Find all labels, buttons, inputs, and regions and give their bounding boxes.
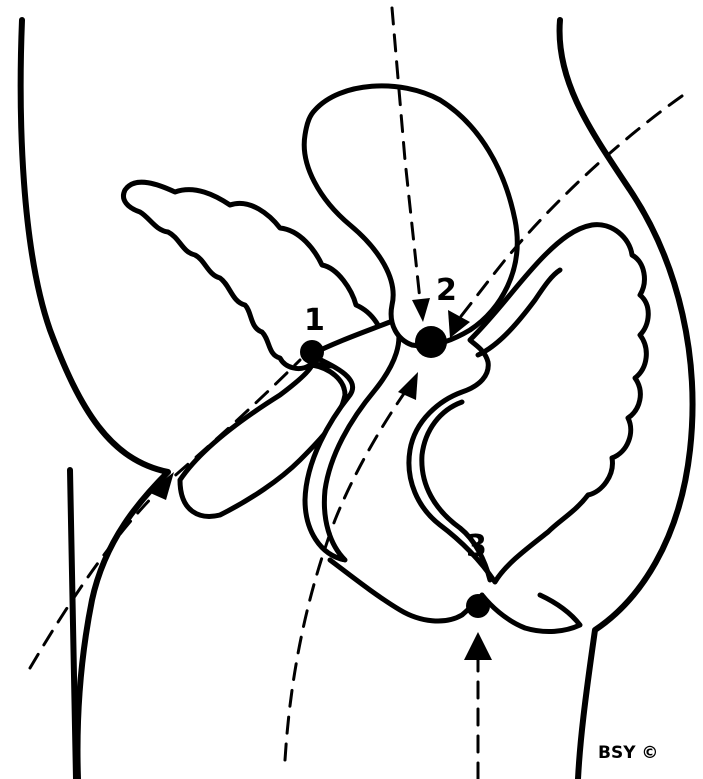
site-2-marker xyxy=(415,326,447,358)
site-1-label: 1 xyxy=(304,303,325,338)
credit-text: BSY © xyxy=(598,743,658,763)
site-2-label: 2 xyxy=(436,273,457,308)
site-3-marker xyxy=(466,594,490,618)
site-3-label: 3 xyxy=(466,529,487,564)
leg-front-outline xyxy=(70,470,76,779)
body-front-outline xyxy=(21,20,168,779)
site-1-marker xyxy=(300,340,324,364)
arrowhead-3 xyxy=(464,632,492,660)
perineum xyxy=(330,560,580,632)
